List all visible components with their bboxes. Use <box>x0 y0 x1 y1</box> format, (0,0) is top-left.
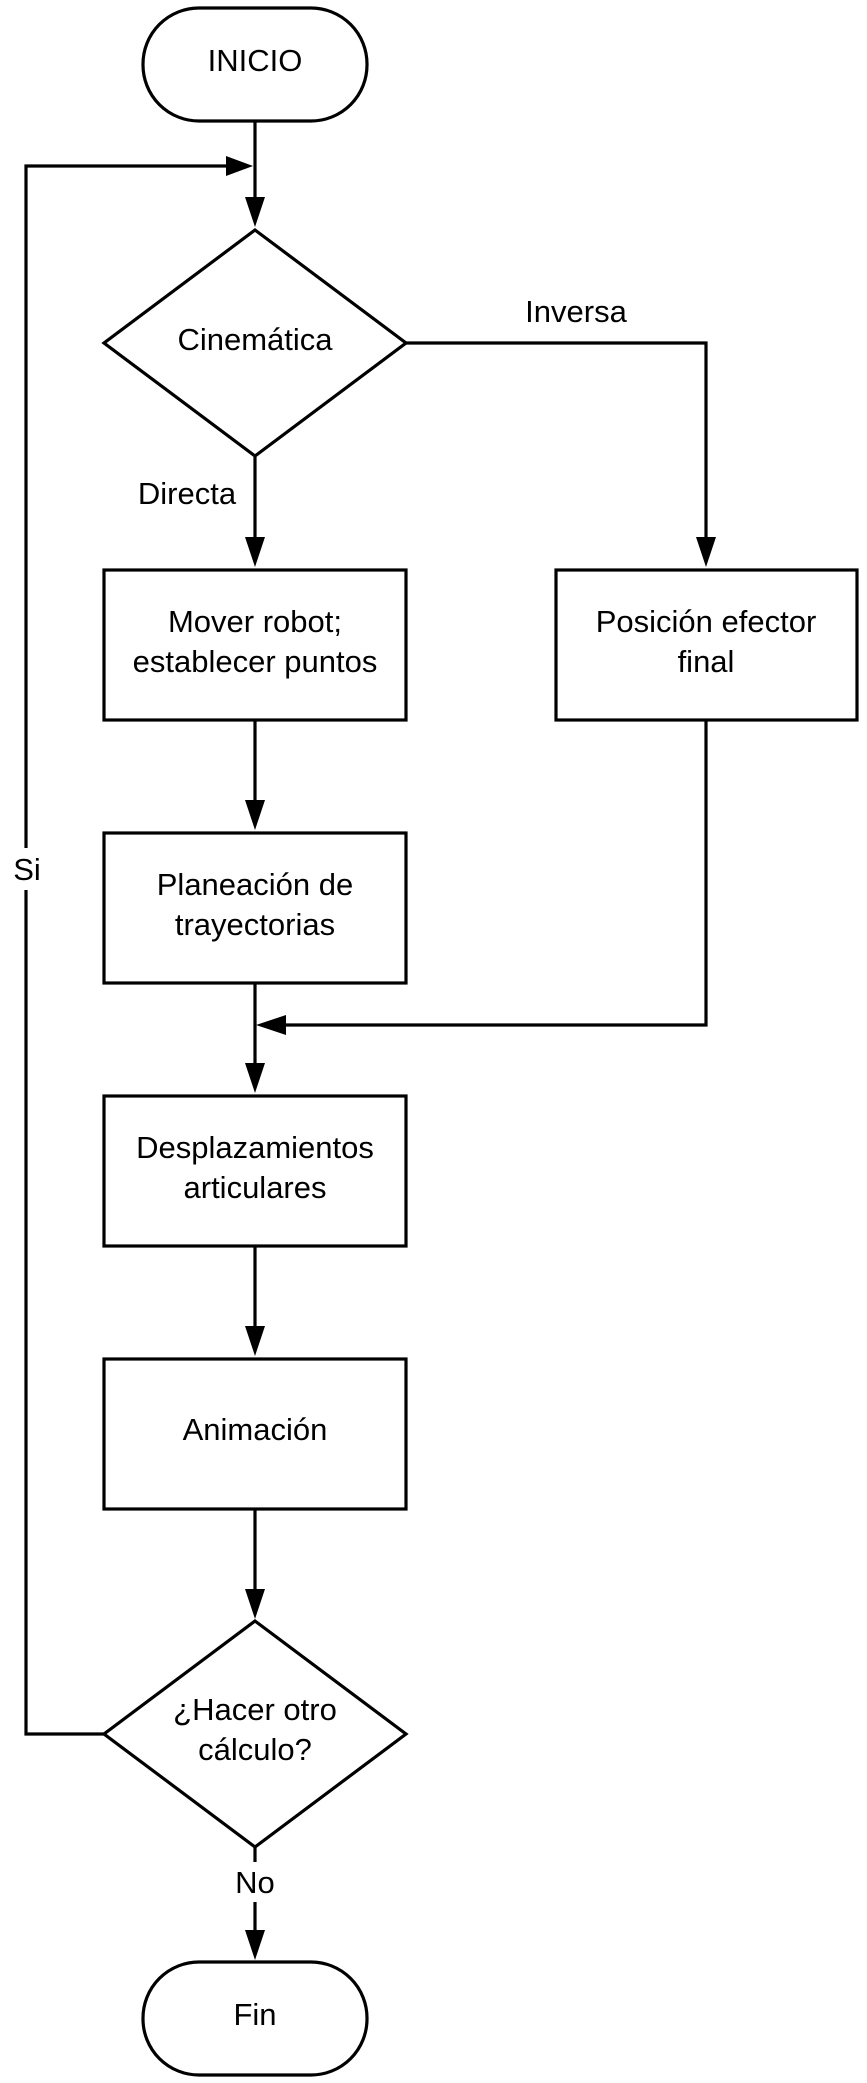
node-cinematica-label: Cinemática <box>177 322 333 357</box>
node-inicio-label: INICIO <box>208 43 303 78</box>
node-hacer-otro-line-2: cálculo? <box>198 1732 312 1767</box>
edge-labels: Inversa Directa Si No <box>10 294 628 1902</box>
edge-label-si: Si <box>13 852 41 887</box>
node-inicio: INICIO <box>141 6 369 123</box>
edge-label-inversa: Inversa <box>525 294 627 329</box>
process-shape <box>102 1357 408 1511</box>
decision-shape <box>101 228 409 458</box>
edge-label-no-background <box>228 1862 282 1902</box>
edge-posicion-to-merge <box>278 720 708 1027</box>
process-shape <box>102 831 408 985</box>
node-planeacion-line-2: trayectorias <box>175 907 335 942</box>
node-animacion: Animación <box>102 1357 408 1511</box>
edge-si-loop <box>24 164 228 1736</box>
arrowhead-planeacion <box>245 800 265 830</box>
terminal-shape <box>141 6 369 123</box>
edge-label-si-background <box>10 848 44 890</box>
decision-shape <box>101 1619 409 1849</box>
node-planeacion: Planeación de trayectorias <box>102 831 408 985</box>
connectors <box>24 121 716 1960</box>
node-mover-robot-line-1: Mover robot; <box>168 604 342 639</box>
node-desplazamientos-line-2: articulares <box>184 1170 327 1205</box>
arrowhead-fin <box>245 1930 265 1960</box>
edge-label-no: No <box>235 1865 275 1900</box>
arrowhead-posicion-efector <box>696 537 716 567</box>
node-posicion-efector: Posición efector final <box>554 568 859 722</box>
arrowhead-animacion <box>245 1326 265 1356</box>
node-cinematica: Cinemática <box>101 228 409 458</box>
node-mover-robot: Mover robot; establecer puntos <box>102 568 408 722</box>
node-fin: Fin <box>141 1960 369 2077</box>
arrowhead-desplazamientos <box>245 1063 265 1093</box>
node-hacer-otro: ¿Hacer otro cálculo? <box>101 1619 409 1849</box>
terminal-shape <box>141 1960 369 2077</box>
edge-inversa <box>406 341 708 545</box>
arrowhead-cinematica <box>245 197 265 227</box>
node-hacer-otro-line-1: ¿Hacer otro <box>173 1692 337 1727</box>
node-desplazamientos: Desplazamientos articulares <box>102 1094 408 1248</box>
node-posicion-efector-line-1: Posición efector <box>596 604 817 639</box>
arrowhead-si-loop <box>226 156 253 176</box>
node-planeacion-line-1: Planeación de <box>157 867 354 902</box>
node-mover-robot-line-2: establecer puntos <box>133 644 378 679</box>
arrowhead-hacer-otro <box>245 1589 265 1619</box>
node-desplazamientos-line-1: Desplazamientos <box>136 1130 374 1165</box>
process-shape <box>102 568 408 722</box>
node-animacion-label: Animación <box>183 1412 328 1447</box>
node-posicion-efector-line-2: final <box>678 644 735 679</box>
node-fin-label: Fin <box>233 1997 276 2032</box>
edge-label-directa: Directa <box>138 476 237 511</box>
arrowhead-merge <box>256 1015 286 1035</box>
process-shape <box>102 1094 408 1248</box>
process-shape <box>554 568 859 722</box>
arrowhead-mover-robot <box>245 537 265 567</box>
